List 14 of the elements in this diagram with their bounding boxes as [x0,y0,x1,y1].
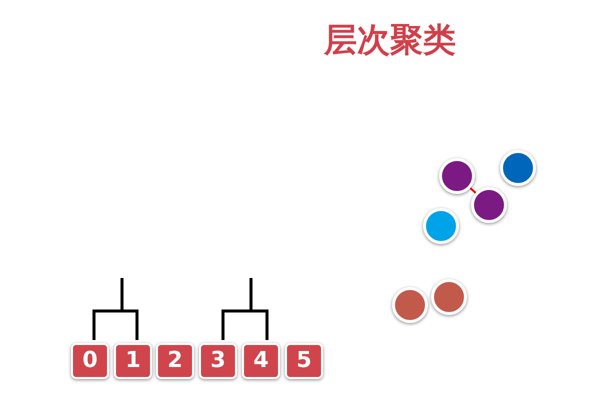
circle [471,187,507,223]
title: 层次聚类 [322,19,457,61]
circle [423,208,459,244]
circle [392,287,428,323]
number-box: 4 [242,343,280,379]
number-box: 1 [114,343,152,379]
circle [439,158,475,194]
number-box: 2 [156,343,194,379]
number-box: 3 [199,343,237,379]
number-box: 0 [71,343,109,379]
circle [500,150,536,186]
connector-line [470,187,476,194]
circle [431,279,467,315]
number-box: 5 [285,343,323,379]
